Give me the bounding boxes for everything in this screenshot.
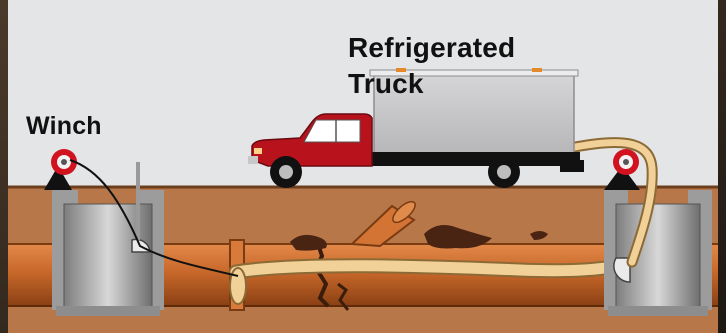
manhole-left: [52, 190, 164, 316]
truck-label: Refrigerated Truck: [348, 30, 515, 102]
liner-end: [230, 268, 246, 304]
manhole-right: [604, 190, 712, 316]
truck-label-line1: Refrigerated: [348, 30, 515, 66]
truck-label-line2: Truck: [348, 66, 515, 102]
winch-label: Winch: [26, 112, 102, 141]
